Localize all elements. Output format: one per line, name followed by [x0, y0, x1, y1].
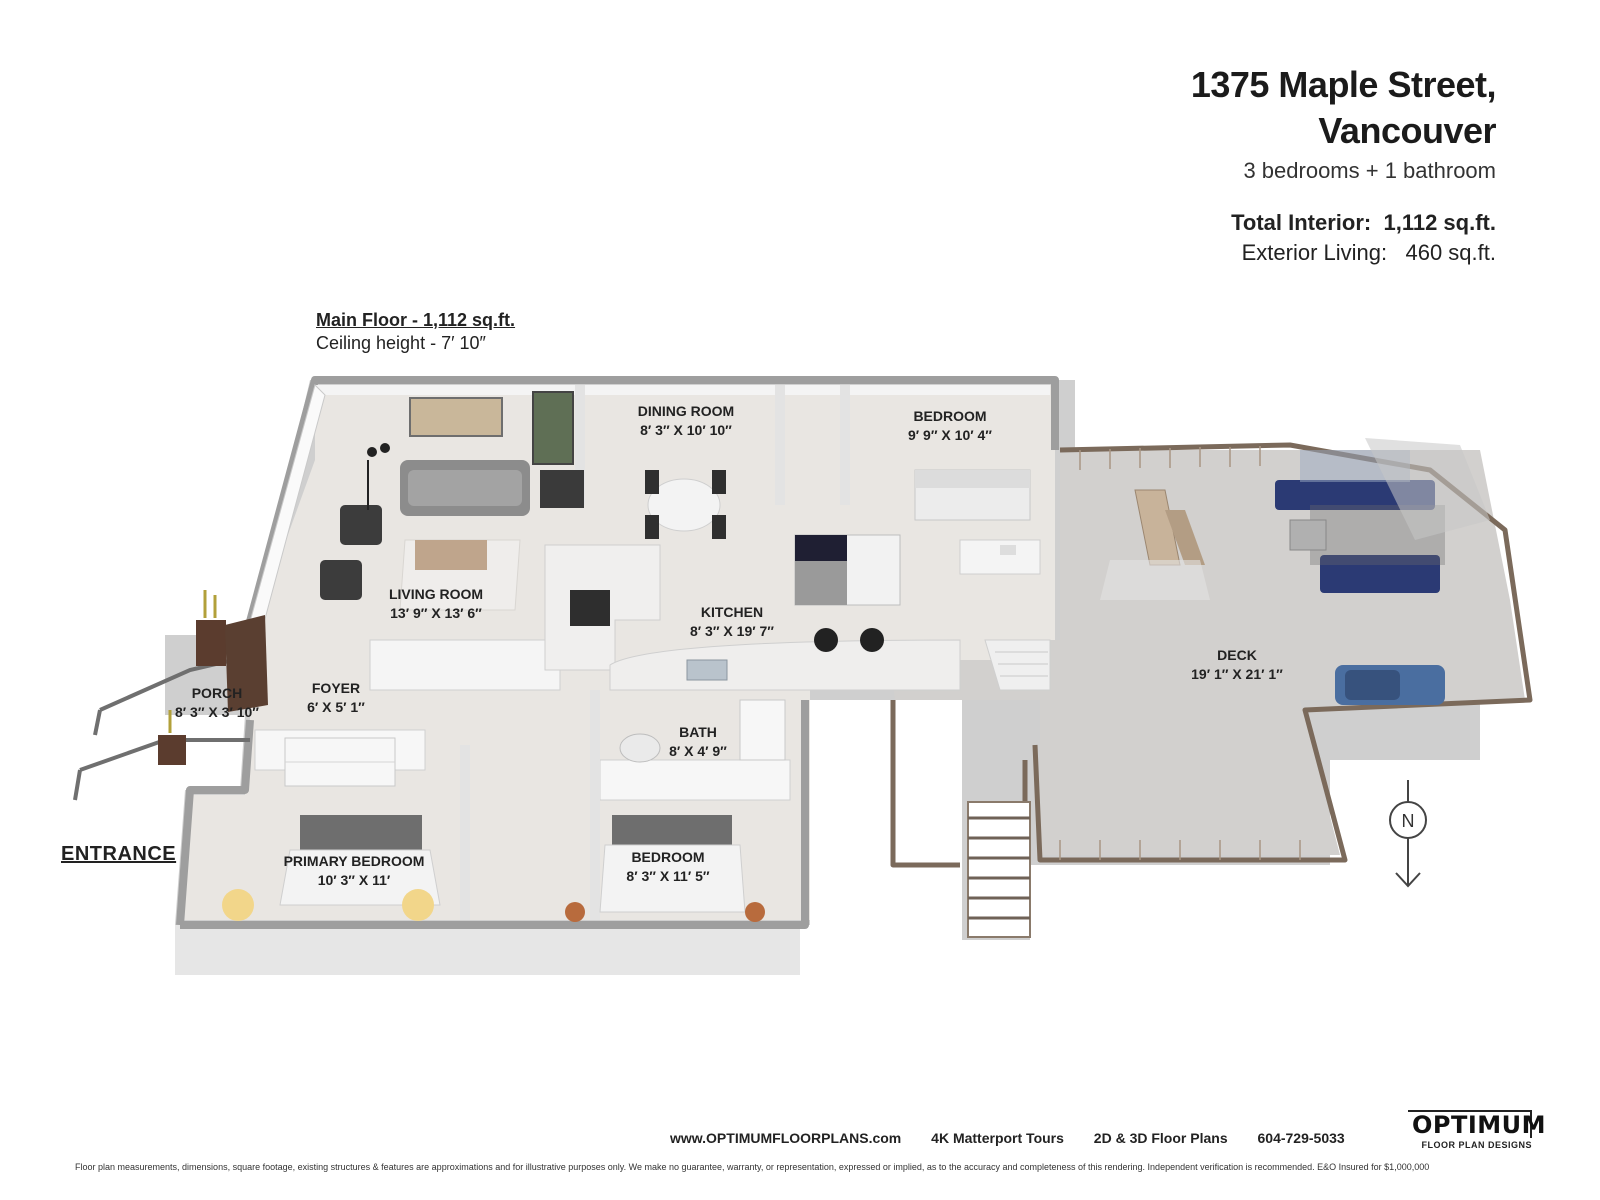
- exterior-living-value: 460 sq.ft.: [1405, 240, 1496, 265]
- bedrooms-summary: 3 bedrooms + 1 bathroom: [1243, 158, 1496, 183]
- total-interior-row: Total Interior: 1,112 sq.ft.: [1191, 208, 1496, 238]
- outdoor-dining-table-icon: [1100, 489, 1210, 600]
- exterior-living-label: Exterior Living:: [1241, 240, 1388, 265]
- room-name: DECK: [1217, 647, 1257, 663]
- deck-floor: [890, 450, 1525, 855]
- room-dims: 8′ 3″ X 19′ 7″: [690, 623, 774, 639]
- wood-panel-icon: [225, 615, 268, 712]
- company-logo: OPTIMUM FLOOR PLAN DESIGNS: [1408, 1110, 1546, 1150]
- lounge-chair-icon: [1335, 665, 1445, 705]
- room-name: FOYER: [312, 680, 360, 696]
- interior-floor: [180, 385, 1055, 920]
- room-name: BEDROOM: [631, 849, 704, 865]
- floor-title: Main Floor - 1,112 sq.ft.: [316, 310, 516, 330]
- room-name: KITCHEN: [701, 604, 763, 620]
- room-dims: 6′ X 5′ 1″: [307, 699, 365, 715]
- floor-lamp-icon: [367, 443, 390, 510]
- phone-number: 604-729-5033: [1257, 1130, 1345, 1146]
- address-line-2: Vancouver: [1318, 110, 1496, 151]
- outdoor-sectional-icon: [1275, 450, 1445, 593]
- room-dims: 8′ 3″ X 3′ 10″: [175, 704, 259, 720]
- logo-name: OPTIMUM: [1408, 1110, 1546, 1138]
- side-table-icon: [540, 470, 584, 508]
- artwork-icon: [409, 391, 574, 465]
- ceiling-height: Ceiling height - 7′ 10″: [316, 333, 486, 353]
- desk-icon: [959, 539, 1041, 575]
- room-name: BEDROOM: [913, 408, 986, 424]
- room-dims: 8′ X 4′ 9″: [669, 743, 727, 759]
- website-link[interactable]: www.OPTIMUMFLOORPLANS.com: [670, 1130, 902, 1146]
- address-line-1: 1375 Maple Street,: [1190, 64, 1497, 105]
- room-dims: 13′ 9″ X 13′ 6″: [390, 605, 482, 621]
- total-interior-label: Total Interior:: [1231, 210, 1372, 235]
- interior-stairs-icon: [984, 639, 1051, 691]
- room-dims: 9′ 9″ X 10′ 4″: [908, 427, 992, 443]
- fire-table-icon: [1289, 519, 1327, 551]
- room-name: DINING ROOM: [638, 403, 734, 419]
- entrance-label: ENTRANCE: [61, 843, 177, 865]
- north-label: N: [1402, 811, 1415, 831]
- floor-info: Main Floor - 1,112 sq.ft. Ceiling height…: [316, 310, 515, 354]
- footer-contact: www.OPTIMUMFLOORPLANS.com 4K Matterport …: [670, 1130, 1371, 1146]
- bed-icon: [914, 469, 1031, 521]
- tours-label: 4K Matterport Tours: [931, 1130, 1064, 1146]
- dining-table-icon: [645, 470, 726, 539]
- patio-umbrella-icon: [1365, 438, 1490, 540]
- listing-header: 1375 Maple Street, Vancouver 3 bedrooms …: [1190, 62, 1497, 268]
- armchair-icon: [320, 505, 382, 600]
- bathtub-icon: [619, 699, 786, 763]
- bar-stool-icon: [814, 628, 884, 652]
- railing-balusters-icon: [1059, 446, 1301, 860]
- room-dims: 10′ 3″ X 11′: [318, 872, 391, 888]
- exterior-living-row: Exterior Living: 460 sq.ft.: [1191, 238, 1496, 268]
- room-dims: 8′ 3″ X 10′ 10″: [640, 422, 732, 438]
- plans-label: 2D & 3D Floor Plans: [1093, 1130, 1228, 1146]
- primary-bed-icon: [222, 815, 441, 921]
- kitchen-counter-icon: [544, 534, 961, 691]
- north-arrow-icon: N: [1389, 780, 1427, 888]
- total-interior-value: 1,112 sq.ft.: [1383, 210, 1496, 235]
- room-labels: DINING ROOM 8′ 3″ X 10′ 10″ BEDROOM 9′ 9…: [175, 403, 1283, 888]
- disclaimer: Floor plan measurements, dimensions, squ…: [75, 1162, 1430, 1172]
- sofa-icon: [400, 460, 530, 516]
- exterior-stairs-icon: [967, 801, 1031, 938]
- room-name: PORCH: [192, 685, 243, 701]
- room-name: PRIMARY BEDROOM: [284, 853, 425, 869]
- room-dims: 19′ 1″ X 21′ 1″: [1191, 666, 1283, 682]
- room-name: BATH: [679, 724, 717, 740]
- dresser-icon: [284, 737, 396, 787]
- room-name: LIVING ROOM: [389, 586, 483, 602]
- exterior-walls: [176, 376, 1059, 929]
- rug-icon: [399, 539, 521, 611]
- planter-icon: [158, 590, 226, 765]
- second-bed-icon: [565, 815, 765, 922]
- logo-tagline: FLOOR PLAN DESIGNS: [1421, 1140, 1532, 1150]
- room-dims: 8′ 3″ X 11′ 5″: [626, 868, 709, 884]
